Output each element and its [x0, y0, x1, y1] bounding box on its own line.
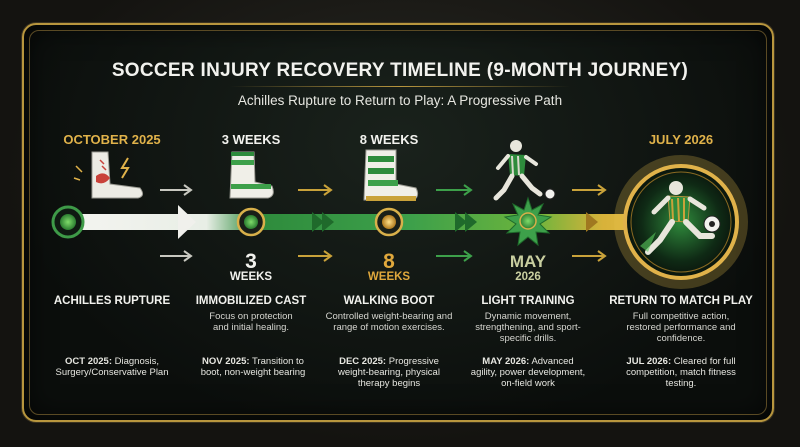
stage-4-year: 2026 [515, 271, 541, 283]
stage-4-milestone: MAY 2026: Advanced agility, power develo… [470, 356, 586, 389]
soccer-player-dribbling-icon [493, 140, 556, 201]
stage-3-weeks-number: 8 [383, 250, 395, 273]
injured-foot-icon [73, 151, 144, 199]
stage-5-description: Full competitive action, restored perfor… [626, 311, 736, 344]
cast-icon [229, 151, 274, 199]
stage-2-title: IMMOBILIZED CAST [195, 295, 307, 307]
timeline-node-1 [51, 205, 85, 239]
timeline-node-3 [374, 207, 404, 237]
stage-3-duration-label: 8 WEEKS [359, 132, 419, 147]
stage-1-title: ACHILLES RUPTURE [53, 295, 171, 307]
stage-5-title: RETURN TO MATCH PLAY [609, 295, 753, 307]
page-title: SOCCER INJURY RECOVERY TIMELINE (9-MONTH… [111, 60, 689, 81]
stage-2-weeks-unit: WEEKS [229, 271, 273, 283]
walking-boot-icon [363, 149, 419, 201]
stage-2-duration-label: 3 WEEKS [221, 132, 281, 147]
lower-arrows [160, 250, 607, 262]
stage-1-date: OCTOBER 2025 [63, 132, 161, 147]
stage-5-milestone: JUL 2026: Cleared for full competition, … [626, 356, 736, 389]
stage-3-description: Controlled weight-bearing and range of m… [325, 311, 453, 333]
stage-4-month: MAY [509, 252, 547, 271]
title-divider [230, 86, 570, 87]
stage-4-description: Dynamic movement, strengthening, and spo… [475, 311, 581, 344]
stage-1-milestone: OCT 2025: Diagnosis, Surgery/Conservativ… [55, 356, 169, 378]
page-subtitle: Achilles Rupture to Return to Play: A Pr… [237, 93, 563, 108]
timeline-node-2 [236, 207, 266, 237]
timeline-node-4 [503, 196, 553, 247]
stage-3-title: WALKING BOOT [343, 295, 435, 307]
stage-3-weeks-unit: WEEKS [367, 271, 411, 283]
return-to-play-medallion [614, 155, 748, 289]
stage-2-milestone: NOV 2025: Transition to boot, non-weight… [200, 356, 306, 378]
upper-arrows [160, 184, 607, 196]
stage-5-date: JULY 2026 [648, 132, 714, 147]
soccer-player-kicking-icon [640, 181, 721, 255]
stage-4-title: LIGHT TRAINING [481, 295, 575, 307]
stage-3-milestone: DEC 2025: Progressive weight-bearing, ph… [338, 356, 440, 389]
stage-2-description: Focus on protection and initial healing. [209, 311, 293, 333]
stage-2-weeks-number: 3 [245, 250, 257, 273]
